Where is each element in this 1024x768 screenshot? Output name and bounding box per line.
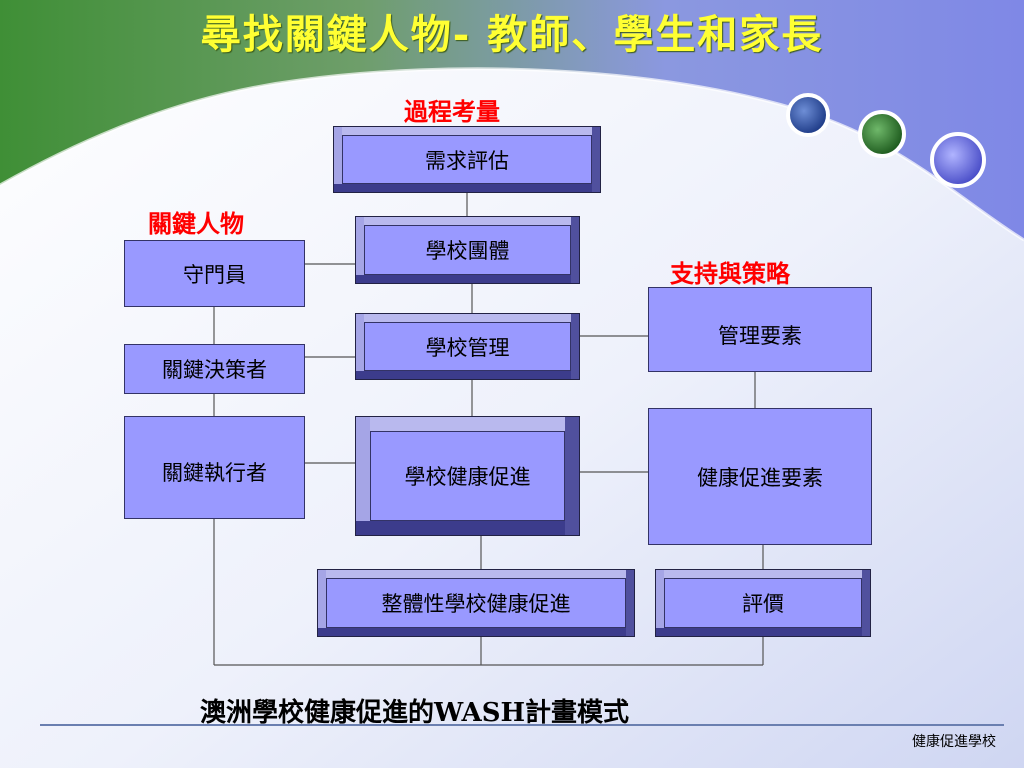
needs-assessment-label: 需求評估 [342,135,592,184]
page-title: 尋找關鍵人物- 教師、學生和家長 [200,11,824,58]
school-community-label: 學校團體 [364,225,571,275]
support-label: 支持與策略 [670,259,790,288]
footer-divider [40,724,1004,726]
gatekeeper-box: 守門員 [124,240,305,307]
executor-box: 關鍵執行者 [124,416,305,519]
school-management-label: 學校管理 [364,322,571,371]
school-health-promotion-box: 學校健康促進 [355,416,580,536]
school-health-promotion-label: 學校健康促進 [370,431,565,521]
school-management-box: 學校管理 [355,313,580,380]
health-elements-box: 健康促進要素 [648,408,872,545]
footer-text: 健康促進學校 [912,734,996,750]
management-elements-box: 管理要素 [648,287,872,372]
blue-circle-icon [786,93,830,137]
school-community-box: 學校團體 [355,216,580,284]
connector-lines [213,193,764,666]
green-circle-icon [858,110,906,158]
diagram-caption: 澳洲學校健康促進的WASH計畫模式 [200,698,630,728]
process-label: 過程考量 [404,97,500,126]
evaluation-box: 評價 [655,569,871,637]
purple-circle-icon [930,132,986,188]
holistic-school-health-label: 整體性學校健康促進 [326,578,626,628]
holistic-school-health-box: 整體性學校健康促進 [317,569,635,637]
key-people-label: 關鍵人物 [148,209,244,238]
needs-assessment-box: 需求評估 [333,126,601,193]
decision-maker-box: 關鍵決策者 [124,344,305,394]
evaluation-label: 評價 [664,578,862,628]
